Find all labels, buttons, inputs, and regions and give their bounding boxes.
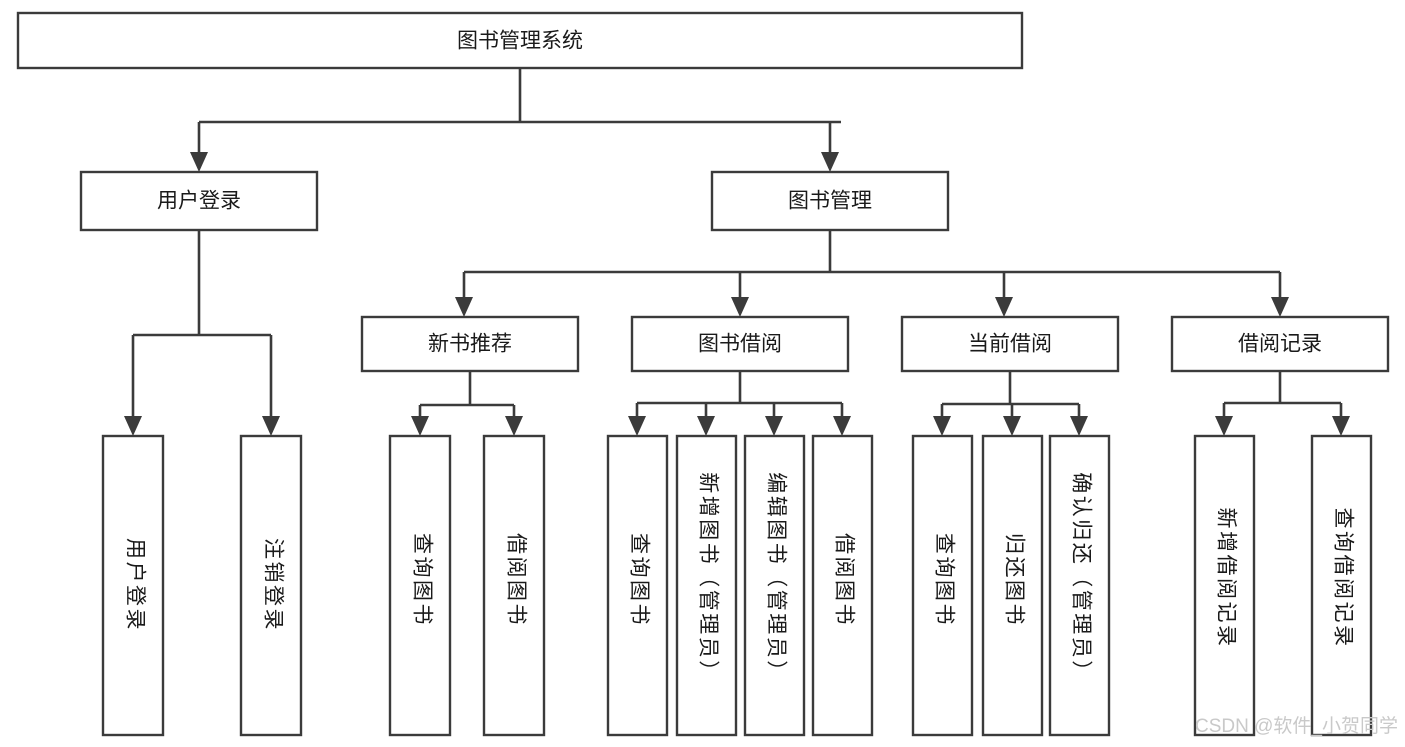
node-leaf-add-book-admin-box xyxy=(675,434,738,737)
node-book-manage-label: 图书管理 xyxy=(788,190,872,213)
node-root-system-label: 图书管理系统 xyxy=(457,30,583,53)
node-leaf-borrow-book-label: 借阅图书 xyxy=(832,533,855,627)
node-leaf-query-borrow-record-box xyxy=(1310,434,1373,737)
node-new-book-recommend-box xyxy=(360,315,580,373)
node-current-borrow-box xyxy=(900,315,1120,373)
node-leaf-edit-book-admin-label: 编辑图书（管理员） xyxy=(764,472,787,684)
arrow-to-user-login xyxy=(190,152,208,172)
arrow-to-book-manage xyxy=(821,152,839,172)
node-leaf-user-login[interactable]: 用户登录 xyxy=(101,434,165,737)
node-leaf-add-book-admin[interactable]: 新增图书（管理员） xyxy=(675,434,738,737)
node-leaf-borrow-book-rec[interactable]: 借阅图书 xyxy=(482,434,546,737)
node-borrow-record-box xyxy=(1170,315,1390,373)
arrow-to-borrow-record xyxy=(1271,297,1289,317)
node-leaf-add-book-admin-label: 新增图书（管理员） xyxy=(696,472,719,684)
node-book-manage-box xyxy=(710,170,950,232)
arrow-to-leaf-confirm-return-admin xyxy=(1070,416,1088,436)
node-leaf-user-login-box xyxy=(101,434,165,737)
node-leaf-logout-login-label: 注销登录 xyxy=(261,538,284,632)
node-leaf-confirm-return-admin-box xyxy=(1048,434,1111,737)
node-leaf-borrow-book-rec-label: 借阅图书 xyxy=(504,533,527,627)
arrow-to-current-borrow xyxy=(995,297,1013,317)
node-leaf-logout-login-box xyxy=(239,434,303,737)
arrow-to-new-book-recommend xyxy=(455,297,473,317)
node-leaf-query-book-rec-label: 查询图书 xyxy=(410,533,433,627)
node-leaf-query-book-rec[interactable]: 查询图书 xyxy=(388,434,452,737)
node-current-borrow-label: 当前借阅 xyxy=(968,333,1052,356)
csdn-watermark: CSDN @软件_小贺同学 xyxy=(1195,715,1398,737)
node-book-manage[interactable]: 图书管理 xyxy=(710,170,950,232)
node-leaf-user-login-label: 用户登录 xyxy=(123,538,146,632)
node-leaf-query-book-cur[interactable]: 查询图书 xyxy=(911,434,974,737)
node-leaf-confirm-return-admin-label: 确认归还（管理员） xyxy=(1069,472,1092,684)
node-new-book-recommend[interactable]: 新书推荐 xyxy=(360,315,580,373)
node-leaf-return-book[interactable]: 归还图书 xyxy=(981,434,1044,737)
node-leaf-return-book-box xyxy=(981,434,1044,737)
arrow-to-leaf-edit-book-admin xyxy=(765,416,783,436)
node-leaf-query-book-cur-box xyxy=(911,434,974,737)
arrow-to-leaf-logout-login xyxy=(262,416,280,436)
node-leaf-edit-book-admin-box xyxy=(743,434,806,737)
node-user-login-box xyxy=(79,170,319,232)
node-book-borrow-label: 图书借阅 xyxy=(698,333,782,356)
arrow-to-leaf-query-borrow-record xyxy=(1332,416,1350,436)
node-leaf-logout-login[interactable]: 注销登录 xyxy=(239,434,303,737)
node-leaf-query-borrow-record[interactable]: 查询借阅记录 xyxy=(1310,434,1373,737)
arrow-to-leaf-query-book-cur xyxy=(933,416,951,436)
node-borrow-record-label: 借阅记录 xyxy=(1238,333,1322,356)
node-leaf-query-book-borrow-label: 查询图书 xyxy=(627,533,650,627)
node-leaf-query-book-borrow-box xyxy=(606,434,669,737)
node-book-borrow-box xyxy=(630,315,850,373)
node-leaf-query-book-cur-label: 查询图书 xyxy=(932,533,955,627)
node-borrow-record[interactable]: 借阅记录 xyxy=(1170,315,1390,373)
arrow-to-leaf-add-borrow-record xyxy=(1215,416,1233,436)
node-leaf-borrow-book-rec-box xyxy=(482,434,546,737)
arrow-to-book-borrow xyxy=(731,297,749,317)
node-leaf-return-book-label: 归还图书 xyxy=(1002,533,1025,627)
arrow-to-leaf-user-login xyxy=(124,416,142,436)
arrow-to-leaf-add-book-admin xyxy=(697,416,715,436)
arrow-to-leaf-return-book xyxy=(1003,416,1021,436)
node-leaf-borrow-book-box xyxy=(811,434,874,737)
node-user-login-label: 用户登录 xyxy=(157,190,241,213)
node-root-system[interactable]: 图书管理系统 xyxy=(16,11,1024,70)
node-current-borrow[interactable]: 当前借阅 xyxy=(900,315,1120,373)
arrow-to-leaf-borrow-book-rec xyxy=(505,416,523,436)
node-new-book-recommend-label: 新书推荐 xyxy=(428,333,512,356)
node-leaf-query-borrow-record-label: 查询借阅记录 xyxy=(1331,508,1354,649)
node-leaf-query-book-rec-box xyxy=(388,434,452,737)
node-root-system-box xyxy=(16,11,1024,70)
node-leaf-confirm-return-admin[interactable]: 确认归还（管理员） xyxy=(1048,434,1111,737)
arrow-to-leaf-query-book-rec xyxy=(411,416,429,436)
node-leaf-borrow-book[interactable]: 借阅图书 xyxy=(811,434,874,737)
arrow-to-leaf-borrow-book xyxy=(833,416,851,436)
node-user-login[interactable]: 用户登录 xyxy=(79,170,319,232)
node-leaf-query-book-borrow[interactable]: 查询图书 xyxy=(606,434,669,737)
arrow-to-leaf-query-book-borrow xyxy=(628,416,646,436)
node-leaf-add-borrow-record-box xyxy=(1193,434,1256,737)
node-leaf-add-borrow-record[interactable]: 新增借阅记录 xyxy=(1193,434,1256,737)
node-book-borrow[interactable]: 图书借阅 xyxy=(630,315,850,373)
node-leaf-edit-book-admin[interactable]: 编辑图书（管理员） xyxy=(743,434,806,737)
node-leaf-add-borrow-record-label: 新增借阅记录 xyxy=(1214,508,1237,649)
